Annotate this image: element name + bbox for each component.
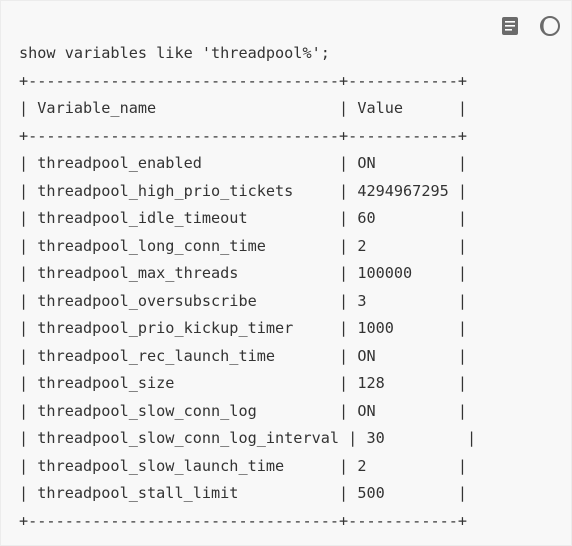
table-row: | threadpool_oversubscribe | 3 | — [19, 291, 468, 310]
sql-command: show variables like 'threadpool%'; — [19, 44, 330, 62]
theme-toggle-button[interactable] — [539, 15, 561, 37]
table-header: | Variable_name | Value | — [19, 99, 468, 117]
table-row: | threadpool_size | 128 | — [19, 374, 468, 392]
notepad-icon — [502, 17, 518, 35]
table-row: | threadpool_rec_launch_time | ON | — [19, 346, 468, 365]
moon-icon — [540, 16, 560, 36]
table-row: | threadpool_slow_conn_log | ON | — [19, 401, 468, 420]
table-row: | threadpool_max_threads | 100000 | — [19, 264, 468, 282]
table-border-header: +----------------------------------+----… — [19, 126, 468, 145]
table-row: | threadpool_enabled | ON | — [19, 154, 468, 172]
table-row: | threadpool_high_prio_tickets | 4294967… — [19, 181, 468, 200]
copy-button[interactable] — [499, 15, 521, 37]
table-row: | threadpool_idle_timeout | 60 | — [19, 209, 468, 227]
table-row: | threadpool_slow_launch_time | 2 | — [19, 456, 468, 475]
table-row: | threadpool_slow_conn_log_interval | 30… — [19, 429, 477, 447]
code-toolbar — [499, 15, 561, 37]
table-row: | threadpool_long_conn_time | 2 | — [19, 236, 468, 255]
code-content: show variables like 'threadpool%'; +-----… — [19, 40, 476, 535]
table-border-top: +----------------------------------+----… — [19, 71, 468, 90]
table-border-bottom: +----------------------------------+----… — [19, 511, 468, 530]
table-row: | threadpool_stall_limit | 500 | — [19, 484, 468, 502]
table-row: | threadpool_prio_kickup_timer | 1000 | — [19, 319, 468, 337]
